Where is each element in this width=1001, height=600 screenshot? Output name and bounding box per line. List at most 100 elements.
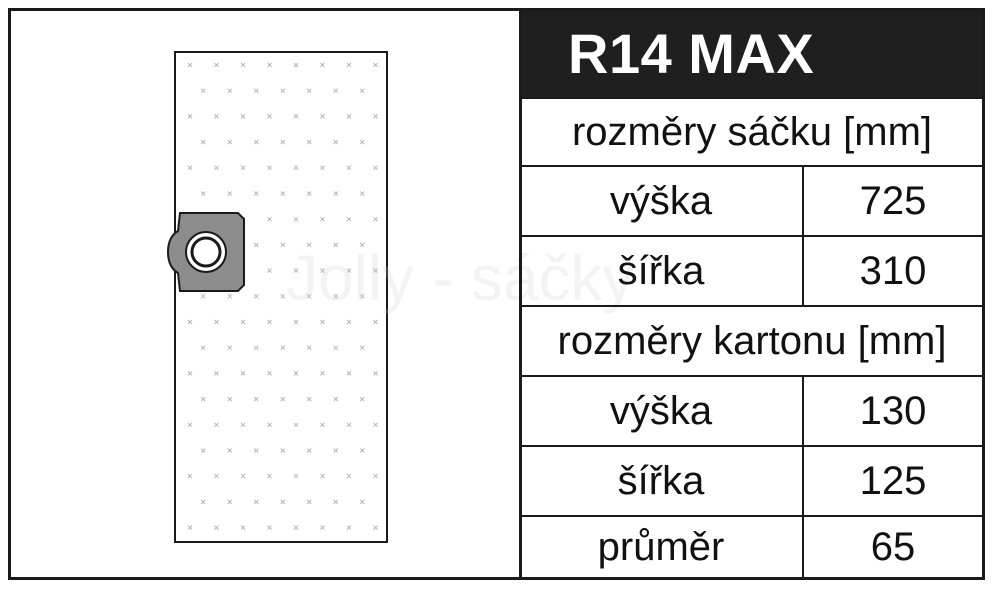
bag-dot	[293, 165, 299, 171]
bag-dot	[267, 114, 272, 119]
carton-height-label: výška	[609, 388, 713, 433]
carton-height-value: 130	[802, 377, 982, 445]
bag-dimensions-header: rozměry sáčku [mm]	[571, 109, 933, 154]
bag-dot	[333, 448, 339, 453]
bag-dot	[200, 88, 206, 94]
bag-dot	[227, 499, 233, 505]
bag-dot	[240, 422, 246, 428]
bag-dot	[240, 165, 246, 171]
bag-dot	[306, 396, 312, 402]
bag-dot	[253, 191, 259, 196]
bag-dot	[293, 114, 299, 119]
bag-dot	[373, 62, 378, 68]
bag-dot	[293, 62, 299, 68]
bag-dot	[359, 448, 365, 453]
bag-dot	[373, 319, 378, 325]
bag-dot	[346, 268, 352, 273]
bag-dot	[187, 525, 193, 530]
bag-dot	[253, 293, 259, 299]
bag-dot	[320, 422, 325, 428]
bag-pattern	[187, 62, 378, 530]
bag-dot	[359, 139, 365, 145]
carton-width-row: šířka 125	[522, 445, 982, 515]
bag-dot	[346, 114, 352, 119]
bag-dot	[253, 88, 259, 94]
bag-dot	[227, 293, 233, 299]
bag-dot	[346, 165, 352, 171]
bag-dot	[306, 448, 312, 453]
bag-dot	[214, 525, 219, 530]
bag-dot	[240, 473, 246, 479]
bag-dot	[200, 396, 206, 402]
bag-dot	[320, 62, 325, 68]
bag-height-value: 725	[802, 167, 982, 235]
carton-height-row: výška 130	[522, 375, 982, 445]
bag-dot	[253, 396, 259, 402]
bag-dot	[333, 396, 339, 402]
bag-width-row: šířka 310	[522, 235, 982, 305]
bag-dot	[293, 473, 299, 479]
bag-dot	[373, 216, 378, 222]
bag-dot	[280, 499, 286, 505]
bag-dot	[333, 293, 339, 299]
bag-dot	[227, 396, 233, 402]
carton-diameter-value: 65	[802, 517, 982, 577]
bag-height-label: výška	[609, 178, 713, 223]
carton-width-label: šířka	[617, 458, 705, 503]
bag-dot	[267, 371, 272, 376]
bag-dot	[267, 422, 272, 428]
bag-dot	[346, 319, 352, 325]
bag-dot	[280, 139, 286, 145]
carton-diameter-row: průměr 65	[522, 515, 982, 577]
bag-dot	[346, 473, 352, 479]
bag-dot	[240, 114, 246, 119]
bag-dot	[359, 396, 365, 402]
bag-dot	[240, 371, 246, 376]
bag-dot	[214, 371, 219, 376]
bag-dot	[346, 216, 352, 222]
bag-dot	[333, 345, 339, 351]
bag-dot	[280, 88, 286, 94]
bag-dot	[267, 525, 272, 530]
bag-height-row: výška 725	[522, 165, 982, 235]
bag-dot	[320, 216, 325, 222]
bag-dot	[267, 216, 272, 222]
bag-dot	[320, 371, 325, 376]
bag-dot	[253, 345, 259, 351]
carton-diameter-label: průměr	[597, 524, 725, 569]
bag-dot	[187, 62, 193, 68]
panel-divider	[519, 11, 522, 577]
bag-dot	[346, 525, 352, 530]
bag-dot	[227, 139, 233, 145]
bag-dimensions-header-row: rozměry sáčku [mm]	[522, 97, 982, 165]
bag-dot	[359, 345, 365, 351]
bag-dot	[373, 165, 378, 171]
bag-dot	[280, 191, 286, 196]
bag-width-label: šířka	[617, 248, 705, 293]
bag-dot	[200, 448, 206, 453]
bag-dot	[333, 499, 339, 505]
bag-dot	[293, 268, 299, 273]
bag-dot	[200, 293, 206, 299]
bag-dot	[280, 448, 286, 453]
bag-dot	[306, 499, 312, 505]
bag-dot	[293, 319, 299, 325]
bag-dot	[346, 422, 352, 428]
carton-width-value: 125	[802, 447, 982, 515]
bag-dot	[214, 422, 219, 428]
bag-dot	[214, 62, 219, 68]
bag-dot	[214, 319, 219, 325]
bag-dot	[253, 139, 259, 145]
bag-dot	[293, 216, 299, 222]
bag-dot	[200, 345, 206, 351]
bag-dot	[187, 319, 193, 325]
bag-dot	[214, 114, 219, 119]
bag-dot	[293, 422, 299, 428]
bag-dot	[253, 499, 259, 505]
bag-dot	[306, 191, 312, 196]
bag-dot	[227, 448, 233, 453]
bag-dot	[267, 62, 272, 68]
bag-dot	[267, 268, 272, 273]
bag-dot	[187, 473, 193, 479]
bag-dot	[346, 371, 352, 376]
